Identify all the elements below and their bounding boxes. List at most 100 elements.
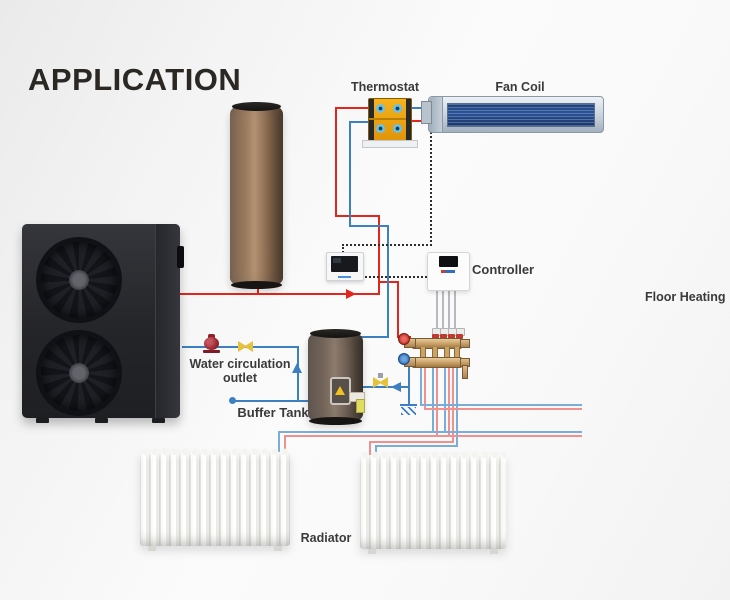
heat-pump-connection-box (177, 246, 184, 268)
blue-valve-handle (398, 353, 410, 365)
fan-coil-grille (447, 103, 595, 127)
flow-arrow-left-icon (391, 382, 401, 392)
controller-label: Controller (472, 262, 535, 277)
manifold-link (432, 347, 438, 357)
wire-thermostat-top (342, 244, 428, 246)
buffer-tank-badge (330, 377, 351, 405)
flow-arrow-up-icon (292, 363, 302, 373)
port-icon (393, 104, 402, 113)
pipe-hot-riser-left (335, 107, 337, 217)
port-icon (393, 124, 402, 133)
heat-pump-side-panel (155, 224, 180, 418)
cable-actuator-2 (442, 288, 444, 332)
pipe-hot-hx-left (335, 107, 371, 109)
port-icon (376, 124, 385, 133)
pipe-loop2-down-blue (432, 366, 434, 431)
pipe-cold-manifold-drain (408, 362, 410, 406)
display-screen (331, 256, 358, 272)
manifold-valve-cap (440, 334, 447, 339)
heat-pump-foot (36, 418, 49, 423)
water-circulation-line2: outlet (222, 371, 258, 385)
port-icon (376, 104, 385, 113)
radiator-right (360, 451, 506, 554)
ground-drain-icon (400, 404, 418, 416)
thermostat-valve-block (368, 98, 412, 142)
controller-unit (427, 252, 470, 291)
water-outlet-node (229, 397, 236, 404)
buffer-tank (308, 329, 365, 425)
fan-coil-label: Fan Coil (495, 80, 545, 94)
manifold-link (454, 347, 460, 357)
warning-triangle-icon (335, 386, 345, 395)
pipe-radiator1-drop-blue (278, 431, 280, 453)
wire-fancoil-control (430, 132, 432, 246)
fan-icon (36, 237, 122, 323)
pipe-cold-mid-riser (387, 225, 389, 338)
display-logo (338, 276, 351, 278)
flow-arrow-right-icon (346, 289, 356, 299)
pipe-cold-mid-h (349, 225, 389, 227)
valve-icon (373, 377, 388, 388)
controller-screen (439, 256, 458, 267)
fan-icon (36, 330, 122, 416)
pipe-cold-riser-left (349, 121, 351, 227)
buffer-tank-elbow-pipe (349, 392, 365, 413)
water-circulation-outlet-label: Water circulation outlet (186, 357, 294, 385)
wire-thermostat-controller (349, 276, 427, 278)
cable-actuator-4 (454, 288, 456, 332)
pipe-cold-buffer-top (357, 336, 389, 338)
pipe-loop3-down-blue (444, 366, 446, 431)
page-title: APPLICATION (28, 62, 242, 97)
pipe-hot-mid-riser (378, 215, 380, 295)
manifold-valve-cap (456, 334, 463, 339)
water-circulation-line1: Water circulation (189, 357, 291, 371)
pump-top (208, 334, 215, 338)
pipe-cold-circ-riser (297, 346, 299, 402)
red-valve-handle (398, 333, 410, 345)
manifold-end-fitting (460, 339, 470, 348)
ground-hatch (401, 407, 416, 415)
block-tray (362, 140, 418, 148)
pipe-floorheating2-blue (278, 431, 582, 433)
pipe-hot-tank-drop (257, 285, 259, 294)
pipe-loop4-down-red (452, 366, 454, 441)
heat-pump-foot (95, 418, 108, 423)
radiator-left (140, 448, 290, 551)
manifold-link (444, 347, 450, 357)
pipe-floorheating1-red (424, 408, 582, 410)
manifold-drain-stub (462, 365, 468, 379)
pipe-floorheating1-blue (420, 404, 582, 406)
pipe-cold-buffer-left (233, 400, 311, 402)
pipe-radiator2-h-blue (375, 445, 458, 447)
hot-water-tank (230, 102, 283, 289)
floor-heating-manifold (398, 328, 470, 384)
pipe-floorheating2-red (284, 435, 582, 437)
manifold-valve-cap (448, 334, 455, 339)
pipe-cold-hx-left (349, 121, 371, 123)
fan-coil-connection (421, 101, 432, 124)
pipe-radiator2-drop-red (369, 441, 371, 457)
pipe-radiator1-drop-red (284, 435, 286, 453)
manifold-valve-cap (432, 334, 439, 339)
pump-base (203, 350, 220, 353)
valve-stem (378, 373, 383, 378)
cable-actuator-1 (436, 288, 438, 332)
room-thermostat-display (326, 252, 364, 281)
cable-actuator-3 (448, 288, 450, 332)
floor-heating-label: Floor Heating (645, 290, 726, 304)
pipe-loop1-down-red (424, 366, 426, 408)
pipe-loop3-down-red (448, 366, 450, 435)
ground-bar (400, 404, 417, 406)
thermostat-label: Thermostat (350, 80, 420, 94)
pipe-loop1-down-blue (420, 366, 422, 404)
heat-pump-foot (152, 418, 165, 423)
pipe-hot-branch-v (397, 281, 399, 338)
manifold-return-bar (412, 357, 462, 368)
heat-pump (22, 224, 184, 423)
radiator-label: Radiator (300, 531, 352, 545)
buffer-tank-label: Buffer Tank (237, 405, 309, 420)
valve-icon (238, 341, 253, 352)
fan-coil-unit (428, 96, 604, 133)
manifold-link (420, 347, 426, 357)
